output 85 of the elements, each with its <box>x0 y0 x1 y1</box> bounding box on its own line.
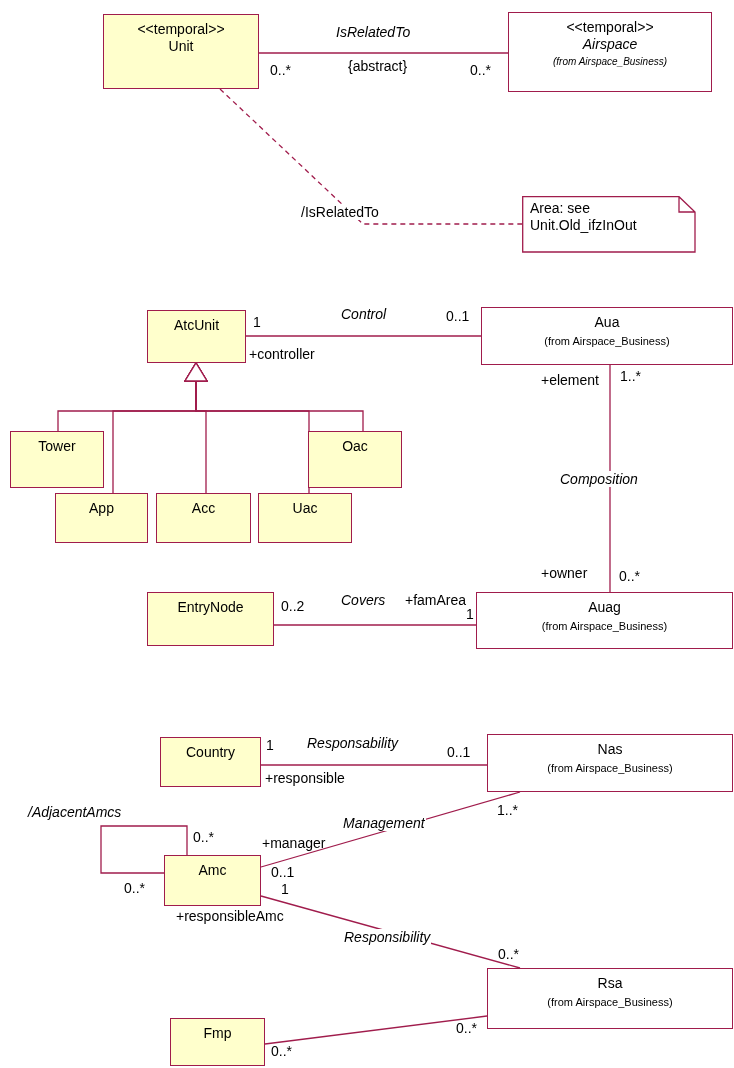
class-box <box>160 737 261 787</box>
edge-label: Responsibility <box>343 929 432 945</box>
generalization-arrow <box>184 362 364 432</box>
association-line <box>273 624 477 626</box>
multiplicity-label: 0..1 <box>271 864 295 880</box>
multiplicity-label: 0..* <box>270 62 291 78</box>
class-box <box>476 592 733 649</box>
multiplicity-label: 0..* <box>193 829 214 845</box>
edge-label: Covers <box>340 592 387 608</box>
role-label: +manager <box>262 835 326 851</box>
multiplicity-label: 0..* <box>124 880 145 896</box>
package-note: (from Airspace_Business) <box>547 995 673 1010</box>
stereotype-label: <<temporal>> <box>566 19 654 36</box>
constraint-label: {abstract} <box>348 58 408 74</box>
package-note: (from Airspace_Business) <box>541 619 668 634</box>
multiplicity-label: 1..* <box>620 368 641 384</box>
class-box <box>147 592 274 646</box>
role-label: +responsibleAmc <box>176 908 284 924</box>
class-box <box>258 493 352 543</box>
multiplicity-label: 0..* <box>456 1020 477 1036</box>
role-label: +element <box>541 372 599 388</box>
multiplicity-label: 1 <box>466 606 474 622</box>
association-line <box>609 364 611 593</box>
association-line <box>100 825 188 874</box>
role-label: +controller <box>249 346 315 362</box>
class-box <box>487 734 733 792</box>
multiplicity-label: 1 <box>266 737 274 753</box>
package-note: (from Airspace_Business) <box>547 761 673 776</box>
dashed-connector <box>219 88 523 225</box>
class-box <box>170 1018 265 1066</box>
package-note: (from Airspace_Business) <box>552 55 668 69</box>
class-name: Aua <box>594 314 620 331</box>
multiplicity-label: 1..* <box>497 802 518 818</box>
multiplicity-label: 0..* <box>271 1043 292 1059</box>
class-box <box>481 307 733 365</box>
note-box <box>522 196 696 253</box>
class-box <box>508 12 712 92</box>
multiplicity-label: 0..2 <box>281 598 305 614</box>
class-name: Acc <box>191 500 216 517</box>
edge-label: Composition <box>559 471 639 487</box>
class-box <box>55 493 148 543</box>
class-name: Oac <box>342 438 368 455</box>
role-label: +responsible <box>265 770 345 786</box>
edge-label: Control <box>340 306 388 322</box>
multiplicity-label: 0..* <box>470 62 491 78</box>
class-name: AtcUnit <box>173 317 220 334</box>
class-name: Nas <box>597 741 623 758</box>
role-label: +famArea <box>405 592 467 608</box>
edge-label: Management <box>342 815 426 831</box>
class-name: App <box>89 500 114 517</box>
class-name: Rsa <box>597 975 623 992</box>
class-name: Tower <box>38 438 76 455</box>
class-name: Country <box>186 744 235 761</box>
association-line <box>260 764 488 766</box>
class-box <box>487 968 733 1029</box>
class-name: Amc <box>198 862 227 879</box>
note-text: Unit <box>168 38 194 55</box>
multiplicity-label: 0..1 <box>446 308 470 324</box>
class-name: Auag <box>588 599 621 616</box>
class-box <box>147 310 246 363</box>
note-text: Area: see Unit.Old_ifzInOut <box>530 200 638 234</box>
package-note: (from Airspace_Business) <box>544 334 670 349</box>
class-box <box>10 431 104 488</box>
multiplicity-label: 1 <box>253 314 261 330</box>
edge-label: IsRelatedTo <box>335 24 412 40</box>
edge-label: /IsRelatedTo <box>300 204 380 220</box>
multiplicity-label: 0..1 <box>447 744 471 760</box>
multiplicity-label: 0..* <box>498 946 519 962</box>
class-name: Airspace <box>582 36 638 53</box>
stereotype-label: <<temporal>> <box>137 21 225 38</box>
association-line <box>245 335 482 337</box>
role-label: +owner <box>541 565 588 581</box>
association-line <box>258 52 509 54</box>
class-name: Fmp <box>203 1025 232 1042</box>
edge-label: Responsability <box>306 735 400 751</box>
multiplicity-label: 1 <box>281 881 289 897</box>
edge-label: /AdjacentAmcs <box>27 804 123 820</box>
class-name: Uac <box>292 500 318 517</box>
class-name: EntryNode <box>177 599 244 616</box>
class-box <box>164 855 261 906</box>
class-box <box>156 493 251 543</box>
class-box <box>103 14 259 89</box>
class-box <box>308 431 402 488</box>
association-line <box>264 1015 488 1045</box>
multiplicity-label: 0..* <box>619 568 640 584</box>
